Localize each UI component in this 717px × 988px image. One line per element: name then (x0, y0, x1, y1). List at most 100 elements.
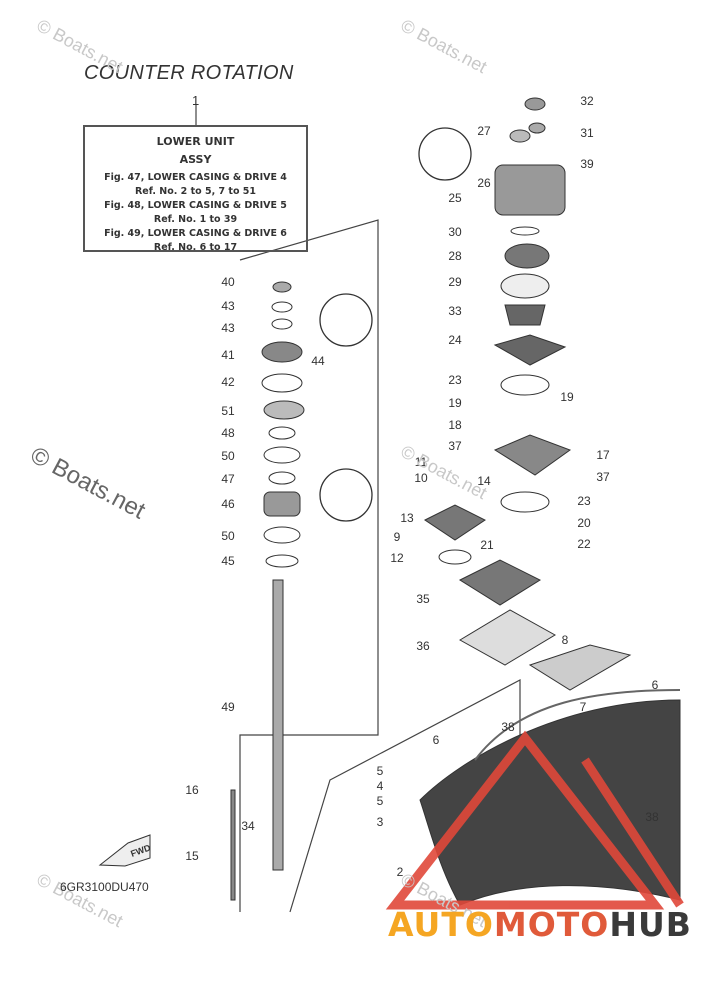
callout-10: 10 (414, 471, 428, 485)
assy-line-5: Fig. 48, LOWER CASING & DRIVE 5 (104, 200, 287, 211)
callout-37a: 37 (448, 439, 462, 453)
callout-7: 7 (579, 700, 587, 714)
automotohub-logo: AUTOMOTOHUB (388, 905, 692, 944)
part-43b (271, 318, 293, 330)
part-23a (500, 374, 550, 396)
part-27 (509, 129, 531, 143)
part-48 (268, 426, 296, 440)
callout-47: 47 (221, 472, 235, 486)
part-9-cover (424, 504, 486, 541)
part-35-gasket (458, 559, 542, 606)
assy-ref-number: 1 (192, 93, 200, 108)
lower-casing (419, 689, 681, 906)
callout-23a: 23 (448, 373, 462, 387)
part-43a (271, 301, 293, 313)
callout-35: 35 (416, 592, 430, 606)
callout-34: 34 (241, 819, 255, 833)
callout-36: 36 (416, 639, 430, 653)
callout-19b: 19 (560, 390, 574, 404)
callout-39: 39 (580, 157, 594, 171)
part-36-gasket (459, 609, 556, 666)
callout-43b: 43 (221, 321, 235, 335)
assy-line-2: ASSY (179, 153, 212, 166)
callout-25: 25 (448, 191, 462, 205)
part-24-plate (493, 334, 567, 366)
callout-46: 46 (221, 497, 235, 511)
callout-50a: 50 (221, 449, 235, 463)
part-45 (265, 554, 299, 568)
logo-part-moto: MOTO (493, 905, 610, 944)
callout-49: 49 (221, 700, 235, 714)
assy-line-6: Ref. No. 1 to 39 (153, 214, 238, 225)
callout-29: 29 (448, 275, 462, 289)
fwd-arrow: FWD (98, 834, 152, 867)
part-30 (510, 226, 540, 236)
left-parts-group (230, 281, 305, 901)
part-50a (263, 446, 301, 464)
part-42 (261, 373, 303, 393)
callout-41: 41 (221, 348, 235, 362)
callout-37b: 37 (596, 470, 610, 484)
callout-23b: 23 (577, 494, 591, 508)
part-25-housing (494, 164, 566, 216)
callout-43a: 43 (221, 299, 235, 313)
callout-13: 13 (400, 511, 414, 525)
callout-22: 22 (577, 537, 591, 551)
callout-40: 40 (221, 275, 235, 289)
part-15-rod (230, 789, 236, 901)
callout-38a: 38 (501, 720, 515, 734)
assy-line-4: Ref. No. 2 to 5, 7 to 51 (134, 186, 256, 197)
diagram-code: 6GR3100DU470 (60, 880, 149, 894)
part-33-impeller (504, 304, 546, 326)
part-8-plate (528, 644, 632, 691)
assy-line-7: Fig. 49, LOWER CASING & DRIVE 6 (104, 228, 287, 239)
part-46 (263, 491, 301, 517)
assy-line-1: LOWER UNIT (156, 135, 235, 148)
callout-15: 15 (185, 849, 199, 863)
callout-20: 20 (577, 516, 591, 530)
callout-26: 26 (477, 176, 491, 190)
part-47 (268, 471, 296, 485)
callout-44: 44 (311, 354, 325, 368)
part-23b (500, 491, 550, 513)
part-31 (528, 122, 546, 134)
logo-triangle-icon (385, 730, 684, 910)
callout-11: 11 (414, 455, 428, 469)
callout-45: 45 (221, 554, 235, 568)
callout-19a: 19 (448, 396, 462, 410)
assy-line-3: Fig. 47, LOWER CASING & DRIVE 4 (104, 172, 287, 183)
callout-3: 3 (376, 815, 384, 829)
callout-31: 31 (580, 126, 594, 140)
callout-30: 30 (448, 225, 462, 239)
assy-info-box: LOWER UNIT ASSY Fig. 47, LOWER CASING & … (83, 125, 308, 253)
part-32 (524, 97, 546, 111)
part-12 (438, 549, 472, 565)
callout-48: 48 (221, 426, 235, 440)
callout-8: 8 (561, 633, 569, 647)
part-41 (261, 341, 303, 363)
callout-4: 4 (376, 779, 384, 793)
part-29 (500, 273, 550, 299)
part-40 (272, 281, 292, 293)
logo-part-auto: AUTO (388, 905, 494, 944)
callout-28: 28 (448, 249, 462, 263)
assy-line-8: Ref. No. 6 to 17 (153, 242, 238, 253)
callout-42: 42 (221, 375, 235, 389)
callout-24: 24 (448, 333, 462, 347)
callout-9: 9 (393, 530, 401, 544)
callout-38b: 38 (645, 810, 659, 824)
upper-parts-group (424, 97, 632, 691)
callout-50b: 50 (221, 529, 235, 543)
callout-21: 21 (480, 538, 494, 552)
callout-5b: 5 (376, 794, 384, 808)
page-title: COUNTER ROTATION (84, 62, 294, 84)
callout-18: 18 (448, 418, 462, 432)
part-17-pump (493, 434, 572, 476)
callout-6a: 6 (651, 678, 659, 692)
callout-14: 14 (477, 474, 491, 488)
callout-6b: 6 (432, 733, 440, 747)
logo-part-hub: HUB (609, 905, 692, 944)
callout-33: 33 (448, 304, 462, 318)
callout-51: 51 (221, 404, 235, 418)
